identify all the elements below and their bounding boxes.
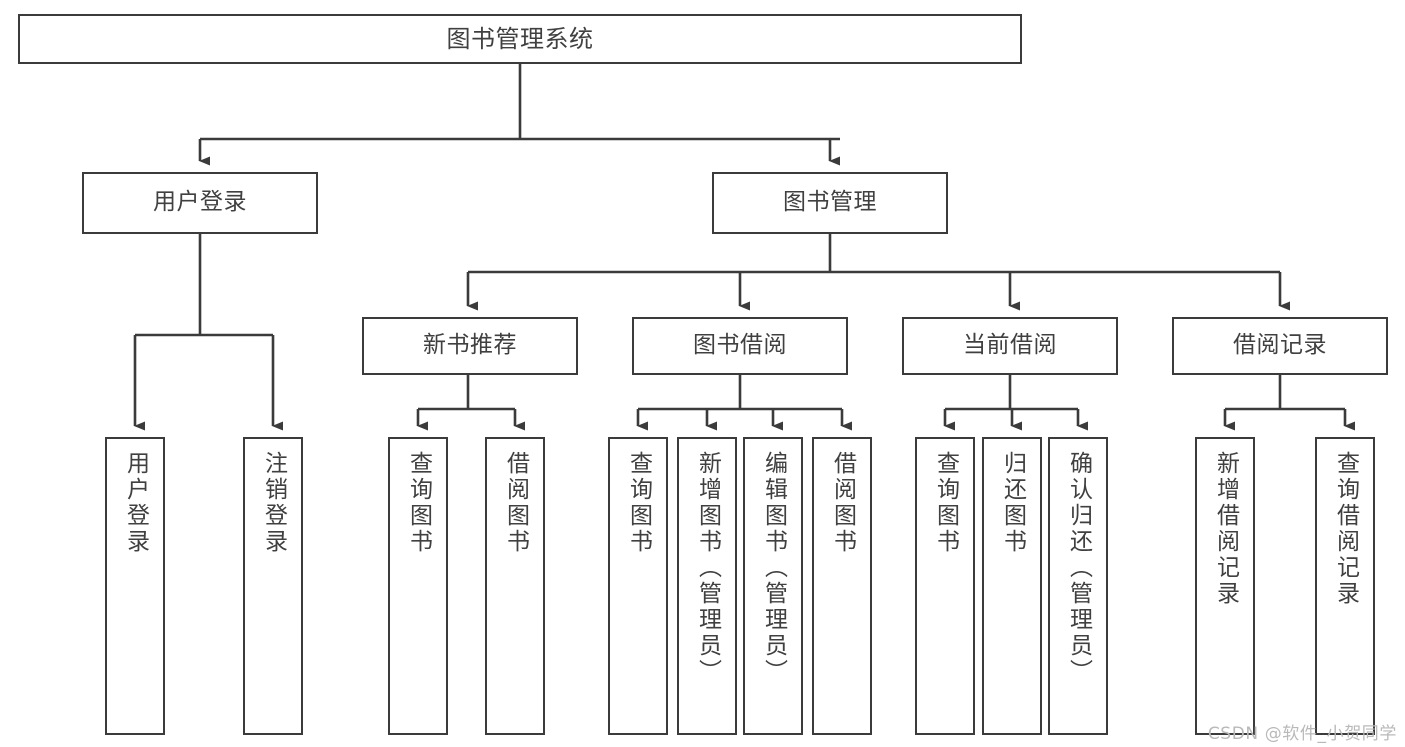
node-user-login[interactable]: 用户登录: [82, 172, 318, 234]
leaf-logout-label: 注销登录: [260, 451, 287, 555]
leaf-edit-book[interactable]: 编辑图书（管理员）: [743, 437, 803, 735]
leaf-return-book-label: 归还图书: [999, 451, 1026, 555]
leaf-query-book-3[interactable]: 查询图书: [915, 437, 975, 735]
leaf-query-book-1[interactable]: 查询图书: [388, 437, 448, 735]
node-book-manage[interactable]: 图书管理: [712, 172, 948, 234]
leaf-confirm-return-label: 确认归还（管理员）: [1065, 451, 1092, 685]
leaf-query-record[interactable]: 查询借阅记录: [1315, 437, 1375, 735]
leaf-borrow-book-2-label: 借阅图书: [829, 451, 856, 555]
edge-bookmanage-to-level2: [466, 234, 1290, 311]
node-borrow-record[interactable]: 借阅记录: [1172, 317, 1388, 375]
leaf-logout[interactable]: 注销登录: [243, 437, 303, 735]
leaf-query-book-3-label: 查询图书: [932, 451, 959, 555]
leaf-query-record-label: 查询借阅记录: [1332, 451, 1359, 607]
node-current-borrow-label: 当前借阅: [963, 332, 1057, 359]
edge-borrowrecord-to-leaves: [1223, 375, 1355, 431]
edge-bookborrow-to-leaves: [636, 375, 852, 431]
leaf-add-book-label: 新增图书（管理员）: [694, 451, 721, 685]
leaf-query-book-1-label: 查询图书: [405, 451, 432, 555]
edge-newbook-to-leaves: [416, 375, 525, 431]
edge-currentborrow-to-leaves: [943, 375, 1088, 431]
node-root[interactable]: 图书管理系统: [18, 14, 1022, 64]
leaf-add-record[interactable]: 新增借阅记录: [1195, 437, 1255, 735]
edge-userlogin-to-leaves: [133, 234, 283, 431]
edge-root-to-level1: [198, 64, 840, 166]
leaf-return-book[interactable]: 归还图书: [982, 437, 1042, 735]
node-new-book-rec[interactable]: 新书推荐: [362, 317, 578, 375]
node-book-manage-label: 图书管理: [783, 189, 877, 216]
leaf-user-login[interactable]: 用户登录: [105, 437, 165, 735]
node-book-borrow[interactable]: 图书借阅: [632, 317, 848, 375]
node-book-borrow-label: 图书借阅: [693, 332, 787, 359]
watermark: CSDN @软件_小贺同学: [1207, 724, 1397, 744]
leaf-borrow-book-2[interactable]: 借阅图书: [812, 437, 872, 735]
node-borrow-record-label: 借阅记录: [1233, 332, 1327, 359]
leaf-borrow-book-1[interactable]: 借阅图书: [485, 437, 545, 735]
leaf-query-book-2[interactable]: 查询图书: [608, 437, 668, 735]
leaf-add-book[interactable]: 新增图书（管理员）: [677, 437, 737, 735]
node-root-label: 图书管理系统: [446, 24, 594, 53]
leaf-add-record-label: 新增借阅记录: [1212, 451, 1239, 607]
node-new-book-rec-label: 新书推荐: [423, 332, 517, 359]
node-current-borrow[interactable]: 当前借阅: [902, 317, 1118, 375]
node-user-login-label: 用户登录: [153, 189, 247, 216]
leaf-edit-book-label: 编辑图书（管理员）: [760, 451, 787, 685]
leaf-user-login-label: 用户登录: [122, 451, 149, 555]
leaf-query-book-2-label: 查询图书: [625, 451, 652, 555]
leaf-confirm-return[interactable]: 确认归还（管理员）: [1048, 437, 1108, 735]
leaf-borrow-book-1-label: 借阅图书: [502, 451, 529, 555]
